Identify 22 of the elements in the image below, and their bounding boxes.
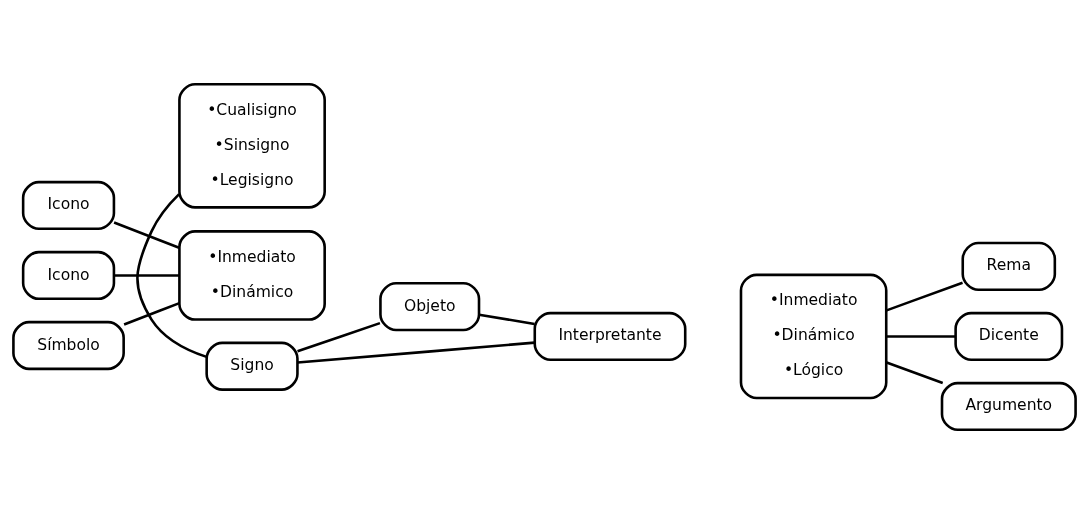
node-box: Objeto xyxy=(379,281,481,331)
connector xyxy=(114,273,180,277)
node-box: Signo xyxy=(205,341,299,391)
connector xyxy=(886,281,963,312)
node-box: Rema xyxy=(961,241,1057,291)
connector xyxy=(136,192,207,358)
connector xyxy=(123,301,180,326)
connector xyxy=(886,334,956,338)
node-box: •Inmediato •Dinámico •Lógico xyxy=(739,273,888,399)
node-box: •Cualisigno •Sinsigno •Legisigno xyxy=(178,82,326,209)
connector xyxy=(297,321,381,352)
connector xyxy=(297,340,535,364)
connector xyxy=(113,220,180,249)
connector xyxy=(478,312,535,325)
node-box: Icono xyxy=(21,250,116,300)
node-box: Icono xyxy=(21,180,116,230)
node-box: •Inmediato •Dinámico xyxy=(178,229,326,321)
connector xyxy=(886,360,944,384)
node-box: Símbolo xyxy=(12,320,125,370)
node-box: Interpretante xyxy=(533,311,687,361)
node-box: Argumento xyxy=(940,381,1077,431)
node-box: Dicente xyxy=(954,311,1064,361)
